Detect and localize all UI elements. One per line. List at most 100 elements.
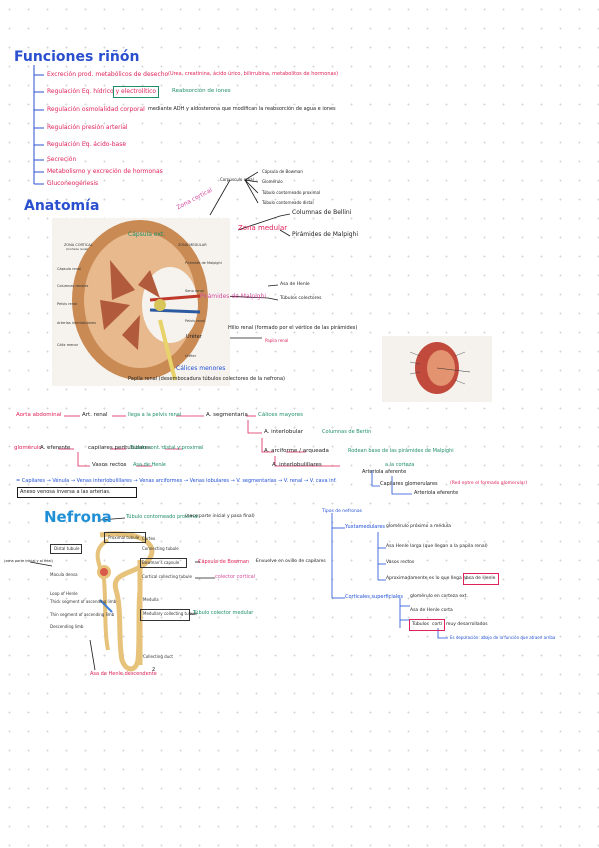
flow-a-interlobulillares: A. interlobulillares bbox=[272, 462, 322, 468]
flow-retorno: = Capilares → Vénula → Venas interlobuli… bbox=[16, 478, 337, 484]
flow-caliz-mayores: Cálices mayores bbox=[258, 412, 304, 418]
flow-art-renal: Art. renal bbox=[82, 412, 108, 418]
funcion-item: Excreción prod. metabólicos de desecho bbox=[47, 71, 169, 78]
flow-a-arciforme: A. arciforme / arqueada bbox=[264, 448, 329, 454]
nephron-label: Medulla bbox=[143, 597, 159, 602]
diagram-label: Uréter bbox=[185, 354, 197, 358]
nephron-label: Loop of Henle bbox=[50, 591, 78, 596]
flow-capilares-glomerulares: Capilares glomerulares bbox=[380, 481, 438, 487]
funcion-item: Metabolismo y excreción de hormonas bbox=[47, 168, 163, 175]
label-piramides-2: Pirámides de Malpighi bbox=[200, 293, 267, 300]
label-capsula-bowman: Cápsula de Bowman bbox=[262, 169, 303, 174]
tubulos-box bbox=[409, 619, 445, 631]
flow-capilares-peritubulares: capilares peritubulares bbox=[88, 445, 152, 451]
funcion-item: Secreción bbox=[47, 156, 77, 163]
funcion-item: Gluconeogénesis bbox=[47, 180, 99, 187]
nephron-label: Descending limb bbox=[50, 624, 84, 629]
funcion-item: Regulación presión arterial bbox=[47, 124, 128, 131]
nephron-label: Thin segment of ascending limb bbox=[50, 612, 115, 617]
label-tubulo-distal: Túbulo contorneado distal bbox=[262, 200, 314, 205]
tipos-item: Es depuración: abajo de la función que a… bbox=[450, 635, 556, 640]
nephron-label: Bowman's capsule bbox=[142, 560, 180, 565]
flow-aorta: Aorta abdominal bbox=[16, 412, 62, 418]
flow-a-corteza: a la corteza bbox=[385, 462, 415, 468]
label-tubulo-colector: Túbulo colector medular bbox=[193, 610, 254, 616]
highlight-box bbox=[113, 86, 159, 98]
label-tcp: Túbulo contorneado proximal bbox=[126, 514, 199, 520]
anexo-box bbox=[17, 487, 137, 498]
label-tcp-note: (nace parte inicial y pasa final) bbox=[185, 514, 255, 519]
tipos-item: corti bbox=[432, 622, 443, 627]
flow-arteriola-eferente: Arteriola eferente bbox=[414, 490, 459, 496]
flow-art-renal-note: llega a la pelvis renal bbox=[128, 412, 182, 418]
nephron-label: Thick segment of ascending limb bbox=[50, 599, 117, 604]
label-colectores: Túbulos colectores bbox=[280, 296, 322, 301]
label-caliz: Cálices menores bbox=[176, 365, 226, 372]
flow-capilares-note: Túbulo cont. distal y proximal bbox=[130, 445, 204, 451]
label-papila-2: Papila renal (desembocadura túbulos cole… bbox=[128, 376, 285, 382]
flow-arteriola-aferente: Arteriola aferente bbox=[362, 469, 407, 475]
label-ureter: Uréter bbox=[186, 334, 202, 340]
diagram-label: Columnas renales bbox=[57, 284, 89, 288]
nephron-label: Collecting duct bbox=[143, 654, 173, 659]
heading-anatomia: Anatomía bbox=[24, 198, 100, 214]
tipos-item: Vasos rectos bbox=[386, 560, 415, 565]
diagram-label: Arterias interlobulares bbox=[57, 321, 97, 325]
svg-text:ZONA CORTICAL: ZONA CORTICAL bbox=[64, 243, 93, 247]
tipos-title: Tipos de nefronas bbox=[322, 509, 362, 514]
funcion-note: Reabsorción de iones bbox=[172, 88, 231, 94]
flow-a-interlobular: A. interlobular bbox=[264, 429, 304, 435]
diagram-label: Pelvis renal bbox=[185, 319, 205, 323]
nephron-label: Distal tubule bbox=[54, 546, 80, 551]
heading-nefrona: Nefrona bbox=[44, 508, 112, 526]
label-bowman-r2: Envuelve en ovillo de capilares bbox=[256, 559, 326, 564]
nephron-label: Cortical collecting tubule bbox=[142, 574, 192, 579]
label-glomerulo: Glomérulo bbox=[262, 179, 283, 184]
tipos-item: Asa Henle larga (que llegan a la papila … bbox=[386, 544, 488, 549]
flow-a-eferente: A. eferente bbox=[40, 445, 71, 451]
label-columnas: Columnas de Bellini bbox=[292, 209, 352, 216]
nephron-label: Cortex bbox=[142, 536, 156, 541]
funcion-note: mediante ADH y aldosterona que modifican… bbox=[148, 106, 336, 112]
label-asa-desc: Asa de Henle descendente bbox=[90, 671, 157, 677]
label-bowman-r: Cápsula de Bowman bbox=[198, 559, 250, 565]
flow-arciforme-note: Rodean base de las pirámides de Malpighi bbox=[348, 448, 454, 454]
label-hilio: Hilio renal (formado por el vértice de l… bbox=[228, 325, 358, 331]
medullary-box bbox=[140, 609, 190, 621]
tipos-item-highlight: asa de Henle bbox=[466, 576, 496, 581]
figure-number: 2 bbox=[152, 667, 156, 673]
diagram-label: Seno renal bbox=[185, 289, 204, 293]
asa-henle-box bbox=[463, 573, 499, 585]
flow-columnas: Columnas de Bertin bbox=[322, 429, 372, 435]
label-tubulo-proximal: Túbulo contorneado proximal bbox=[262, 190, 321, 195]
label-papila: Papila renal bbox=[265, 338, 289, 343]
tipos-item: muy desarrollados bbox=[446, 622, 488, 627]
label-zona-medular: Zona medular bbox=[238, 224, 288, 232]
heading-funciones: Funciones riñón bbox=[14, 49, 140, 65]
svg-text:ZONA MEDULAR: ZONA MEDULAR bbox=[178, 243, 207, 247]
label-asa: Asa de Henle bbox=[280, 282, 310, 287]
nephron-label: (zona parte inicial y al final) bbox=[4, 559, 53, 563]
tipos-yuxtamedulares: Yuxtamedulares bbox=[345, 524, 386, 530]
funcion-item: Regulación Eq. hídrico y electrolítico bbox=[47, 88, 157, 95]
tipos-item: glomérulo en corteza ext. bbox=[410, 594, 468, 599]
flow-vasos-note: Asa de Henle bbox=[133, 462, 166, 468]
label-piramides: Pirámides de Malpighi bbox=[292, 231, 359, 238]
diagram-label: Pirámide de Malpighi bbox=[185, 261, 222, 265]
funcion-item: Regulación osmolalidad corporal bbox=[47, 106, 145, 113]
flow-vasos-rectos: Vasos rectos bbox=[92, 462, 127, 468]
flow-capilares-glom-note: (Red entre el formado glomerular) bbox=[450, 481, 528, 486]
label-colector-cortical: colector cortical bbox=[215, 574, 256, 580]
nephron-label: Medullary collecting tubule bbox=[143, 611, 198, 616]
flow-a-segmentaria: A. segmentaria bbox=[206, 412, 248, 418]
nephron-label: Proximal tubule bbox=[108, 535, 140, 540]
funcion-item: Regulación Eq. ácido-base bbox=[47, 141, 127, 148]
flow-anexo: Anexo venosa inversa a las arterias. bbox=[20, 489, 111, 495]
diagram-label: Cápsula renal bbox=[57, 267, 81, 271]
tipos-corticales: Corticales superficiales bbox=[345, 594, 403, 600]
proximal-box bbox=[104, 532, 146, 543]
